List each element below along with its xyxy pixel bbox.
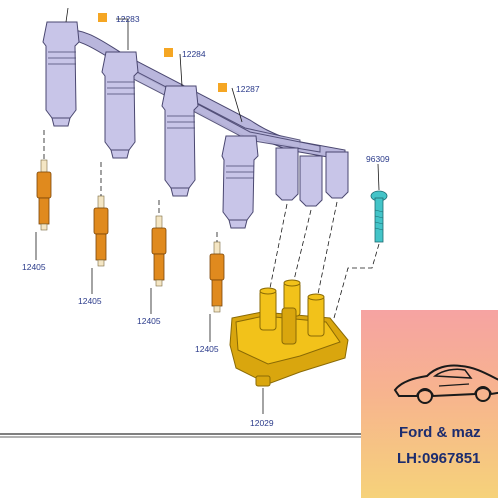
callout-plug-3: 12405	[137, 316, 161, 326]
callout-bolt: 96309	[366, 154, 390, 164]
spark-plugs	[36, 159, 225, 313]
spark-plug-4	[209, 241, 225, 313]
callouts: 12283 12284 12287 96309 12405 12405 1240…	[22, 13, 390, 428]
leader-lines	[35, 7, 380, 414]
callout-wire-set-1: 12283	[116, 14, 140, 24]
ignition-wire-harness	[42, 21, 349, 229]
callout-marker	[218, 83, 227, 92]
spark-plug-2	[93, 195, 109, 267]
callout-wire-set-2: 12284	[182, 49, 206, 59]
bolt	[370, 190, 388, 243]
sports-car-icon	[393, 364, 498, 404]
callout-marker	[98, 13, 107, 22]
assembly-lines	[43, 130, 380, 319]
spark-plug-1	[36, 159, 52, 231]
callout-plug-1: 12405	[22, 262, 46, 272]
callout-plug-2: 12405	[78, 296, 102, 306]
promo-brand-text: Ford & maz	[399, 424, 481, 441]
spark-plug-3	[151, 215, 167, 287]
promo-contact-text: LH:0967851	[397, 450, 481, 467]
callout-wire-set-3: 12287	[236, 84, 260, 94]
ignition-coil	[229, 279, 349, 387]
promo-banner: Ford & maz LH:0967851	[361, 310, 498, 498]
callout-plug-4: 12405	[195, 344, 219, 354]
callout-coil: 12029	[250, 418, 274, 428]
callout-marker	[164, 48, 173, 57]
